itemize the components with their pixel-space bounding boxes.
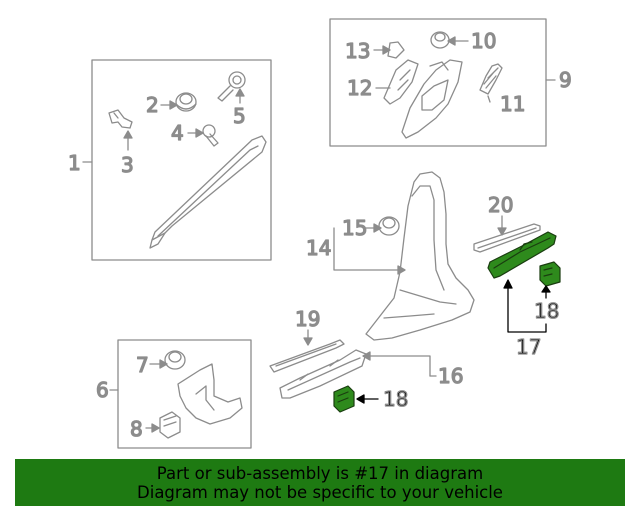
callout-19: 19 [295, 307, 320, 331]
parts-diagram: 1 2 3 4 5 6 7 8 9 10 11 12 13 14 15 16 1… [67, 18, 572, 449]
callout-14-leader [333, 227, 406, 275]
part-10-grommet[interactable] [430, 31, 469, 49]
callout-4: 4 [171, 121, 184, 145]
callout-14: 14 [306, 236, 331, 260]
part-4-screw[interactable] [187, 124, 219, 147]
group-box-6 [117, 339, 252, 449]
callout-1: 1 [68, 151, 81, 175]
callout-13: 13 [345, 39, 370, 63]
callout-8: 8 [130, 417, 143, 441]
part-2-grommet[interactable] [160, 92, 197, 112]
part-1-group [82, 135, 267, 249]
callout-20: 20 [488, 193, 513, 217]
part-b-pillar-upper-trim [401, 59, 463, 139]
callout-9: 9 [559, 68, 572, 92]
part-16-scuff-plate[interactable] [279, 349, 367, 399]
callout-16-leader [362, 351, 437, 377]
part-11-spring[interactable] [479, 63, 503, 103]
part-13-clip[interactable] [373, 41, 405, 59]
callout-11: 11 [500, 92, 525, 116]
part-6-trim-panel[interactable] [177, 363, 243, 425]
callout-15: 15 [342, 216, 367, 240]
part-19-sill-plate[interactable] [269, 329, 345, 373]
callout-17-bracket [503, 279, 547, 333]
part-17-scuff-plate[interactable] [487, 231, 557, 279]
callout-3: 3 [121, 153, 134, 177]
part-20-sill-plate[interactable] [473, 215, 541, 253]
part-7-grommet[interactable] [149, 350, 186, 370]
group-box-1 [91, 59, 272, 261]
part-8-clip[interactable] [145, 411, 181, 439]
callout-10: 10 [471, 29, 496, 53]
banner-line-2: Diagram may not be specific to your vehi… [137, 482, 503, 502]
part-5-clip[interactable] [217, 71, 246, 104]
callout-18-left: 18 [383, 387, 408, 411]
callout-17: 17 [516, 335, 541, 359]
callout-6: 6 [96, 378, 109, 402]
group-box-9 [329, 18, 547, 147]
part-18-clip-right[interactable] [539, 261, 561, 287]
part-14-b-pillar-trim[interactable] [365, 171, 475, 341]
part-18-clip-left[interactable] [333, 385, 355, 413]
a-pillar-trim [151, 135, 267, 241]
callout-5: 5 [233, 104, 246, 128]
callout-12: 12 [347, 76, 372, 100]
callout-18-right: 18 [534, 299, 559, 323]
callout-16: 16 [438, 364, 463, 388]
part-12-trim-panel[interactable] [375, 59, 419, 105]
callout-18-left-arrow [356, 394, 379, 404]
part-15-grommet[interactable] [363, 216, 400, 236]
info-banner: Part or sub-assembly is #17 in diagram D… [15, 459, 625, 506]
callout-2: 2 [146, 93, 159, 117]
callout-18-right-arrow [541, 285, 551, 299]
part-3-clip[interactable] [108, 109, 133, 151]
banner-line-1: Part or sub-assembly is #17 in diagram [156, 463, 484, 483]
callout-7: 7 [136, 353, 149, 377]
